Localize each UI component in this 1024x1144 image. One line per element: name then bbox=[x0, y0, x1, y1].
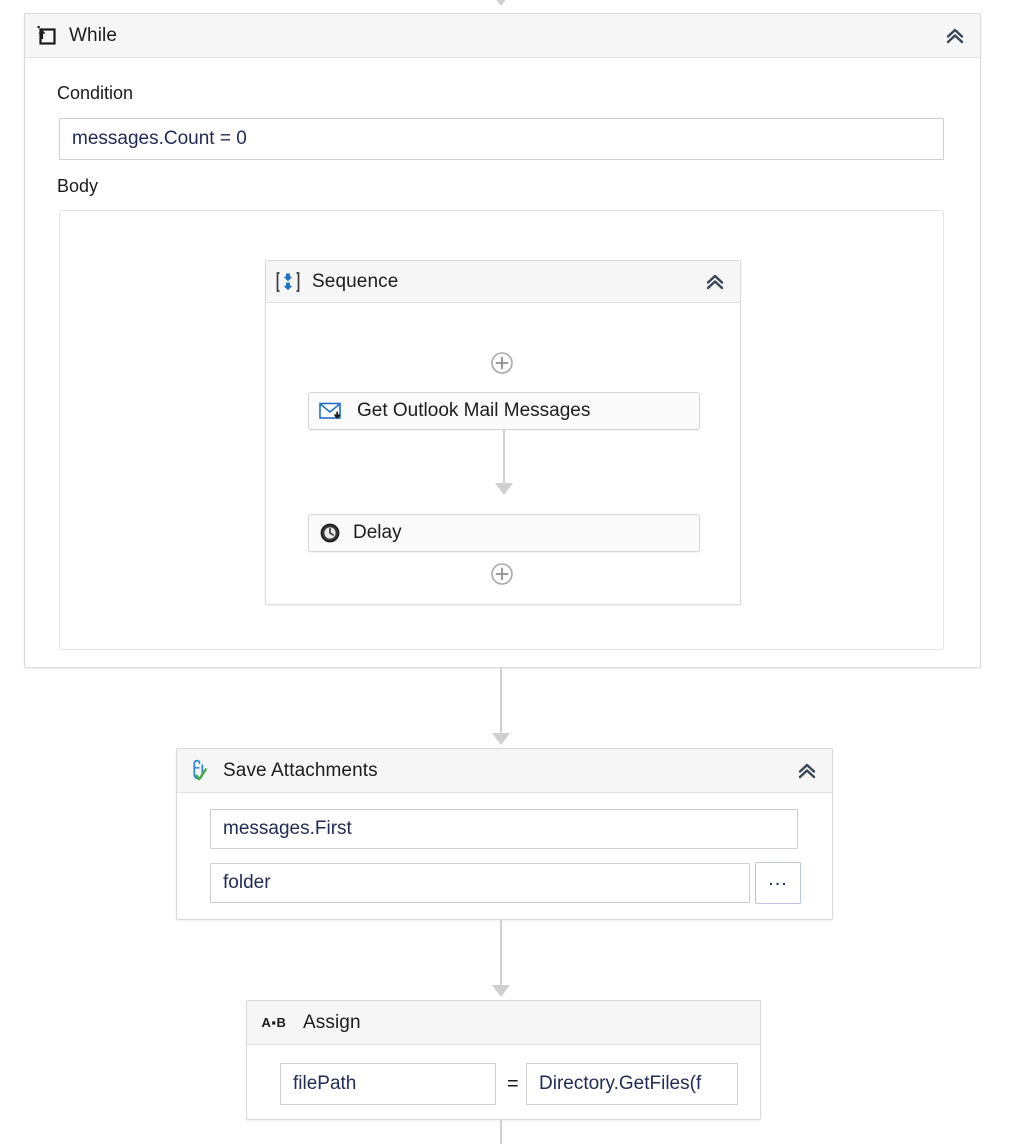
save-attachments-message-input[interactable]: messages.First bbox=[210, 809, 798, 849]
body-label: Body bbox=[57, 176, 99, 196]
sequence-body: Get Outlook Mail Messages Delay bbox=[266, 305, 740, 604]
assign-title: Assign bbox=[303, 1011, 361, 1033]
assign-ab-icon: A▪B bbox=[261, 1015, 287, 1030]
activity-save-attachments[interactable]: Save Attachments messages.First folder .… bbox=[176, 748, 833, 920]
condition-input[interactable]: messages.Count = 0 bbox=[59, 118, 944, 160]
connector-assign-outgoing bbox=[500, 1120, 502, 1144]
folder-browse-button[interactable]: ... bbox=[755, 862, 801, 904]
assign-right-input[interactable]: Directory.GetFiles(f bbox=[526, 1063, 738, 1105]
condition-label: Condition bbox=[57, 83, 134, 103]
while-title: While bbox=[69, 24, 118, 46]
save-attachments-header[interactable]: Save Attachments bbox=[177, 749, 832, 793]
sequence-icon bbox=[276, 271, 300, 293]
assign-left-input[interactable]: filePath bbox=[280, 1063, 496, 1105]
connector-arrow-into-while bbox=[492, 0, 510, 6]
activity-get-outlook-mail-messages[interactable]: Get Outlook Mail Messages bbox=[308, 392, 700, 430]
while-collapse-button[interactable] bbox=[942, 23, 968, 49]
connector-arrow-to-delay bbox=[495, 483, 513, 495]
activity-assign[interactable]: A▪B Assign filePath = Directory.GetFiles… bbox=[246, 1000, 761, 1120]
save-attachments-folder-input[interactable]: folder bbox=[210, 863, 750, 903]
activity-sequence[interactable]: Sequence bbox=[265, 260, 741, 605]
connector-arrow-to-save bbox=[492, 733, 510, 745]
outlook-mail-icon bbox=[319, 401, 345, 421]
assign-header[interactable]: A▪B Assign bbox=[247, 1001, 760, 1045]
activity-while[interactable]: While Condition messages.Count = 0 Body bbox=[24, 13, 981, 668]
add-activity-bottom-button[interactable] bbox=[490, 562, 514, 586]
sequence-header[interactable]: Sequence bbox=[266, 261, 740, 303]
connector-save-to-assign bbox=[500, 920, 502, 988]
connector-while-to-save bbox=[500, 668, 502, 736]
connector-arrow-to-assign bbox=[492, 985, 510, 997]
sequence-collapse-button[interactable] bbox=[702, 269, 728, 295]
assign-operator: = bbox=[507, 1073, 519, 1095]
while-header[interactable]: While bbox=[25, 14, 980, 58]
save-attachments-title: Save Attachments bbox=[223, 759, 378, 781]
clock-icon bbox=[319, 522, 341, 544]
activity-delay[interactable]: Delay bbox=[308, 514, 700, 552]
connector-outlook-to-delay bbox=[503, 430, 505, 486]
sequence-title: Sequence bbox=[312, 270, 399, 292]
while-loop-icon bbox=[35, 25, 57, 47]
ellipsis-icon: ... bbox=[768, 867, 788, 890]
save-attachments-collapse-button[interactable] bbox=[794, 758, 820, 784]
delay-label: Delay bbox=[353, 522, 402, 543]
add-activity-top-button[interactable] bbox=[490, 351, 514, 375]
get-outlook-mail-messages-label: Get Outlook Mail Messages bbox=[357, 400, 591, 421]
paperclip-check-icon bbox=[187, 759, 211, 783]
